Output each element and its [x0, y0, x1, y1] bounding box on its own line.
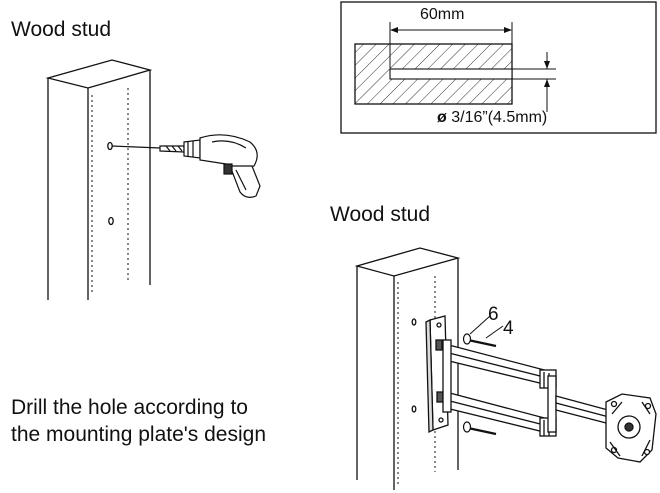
lag-screws	[462, 315, 504, 436]
diameter-value: 3/16”(4.5mm)	[451, 109, 548, 126]
vesa-head-plate	[605, 393, 657, 463]
instruction-line-1: Drill the hole according to	[11, 396, 248, 419]
articulating-arm	[442, 339, 611, 437]
instruction-line-2: the mounting plate's design	[11, 423, 267, 446]
depth-dimension-label: 60mm	[420, 6, 465, 23]
wood-stud-label-top: Wood stud	[11, 18, 112, 41]
hole-section-detail	[340, 1, 657, 134]
power-drill-icon	[111, 134, 261, 198]
part-number-6: 6	[488, 304, 499, 325]
wood-stud-label-bottom: Wood stud	[330, 203, 431, 226]
wood-stud-left	[45, 59, 153, 300]
diameter-dimension-label: ø 3/16”(4.5mm)	[437, 109, 547, 127]
part-number-4: 4	[503, 318, 514, 339]
diameter-symbol: ø	[437, 109, 447, 126]
wood-stud-right	[354, 247, 461, 490]
